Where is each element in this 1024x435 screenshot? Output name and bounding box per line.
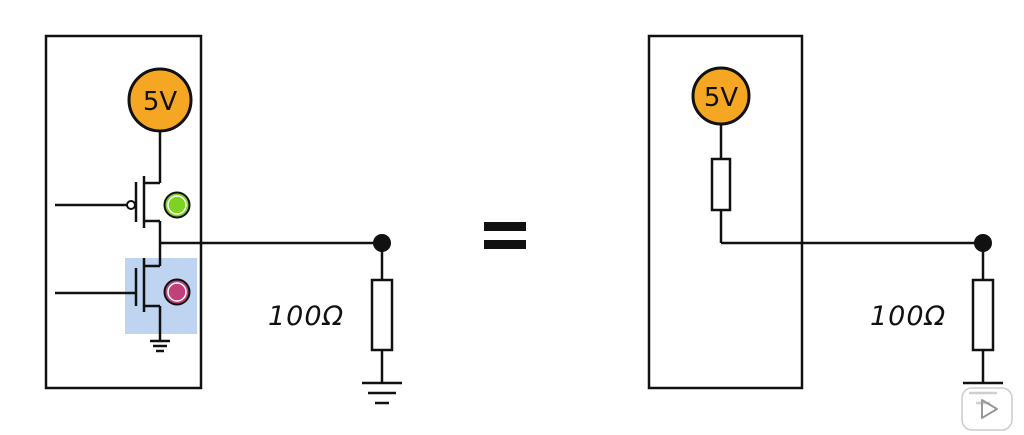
right-device-box [647,34,804,390]
play-icon [981,399,998,419]
equals-sign [484,222,526,249]
right-5v-source: 5V [691,66,751,126]
left-resistor-label: 100Ω [268,301,344,332]
left-internal-ground-icon [150,339,170,353]
right-load-resistor [971,278,995,352]
right-source-label: 5V [704,83,739,113]
right-internal-resistor [710,157,732,212]
right-resistor-label: 100Ω [870,301,946,332]
left-load-resistor [370,278,394,352]
right-circuit: 5V 100Ω [647,34,1003,405]
high-side-transistor [55,176,191,228]
low-side-transistor [55,258,191,312]
left-external-ground-icon [362,381,402,405]
left-device-box [44,34,203,390]
left-circuit: 5V [44,34,402,405]
high-side-gate-bubble [126,200,136,210]
left-source-label: 5V [143,87,178,117]
left-5v-source: 5V [127,67,193,133]
play-button[interactable] [961,387,1013,431]
